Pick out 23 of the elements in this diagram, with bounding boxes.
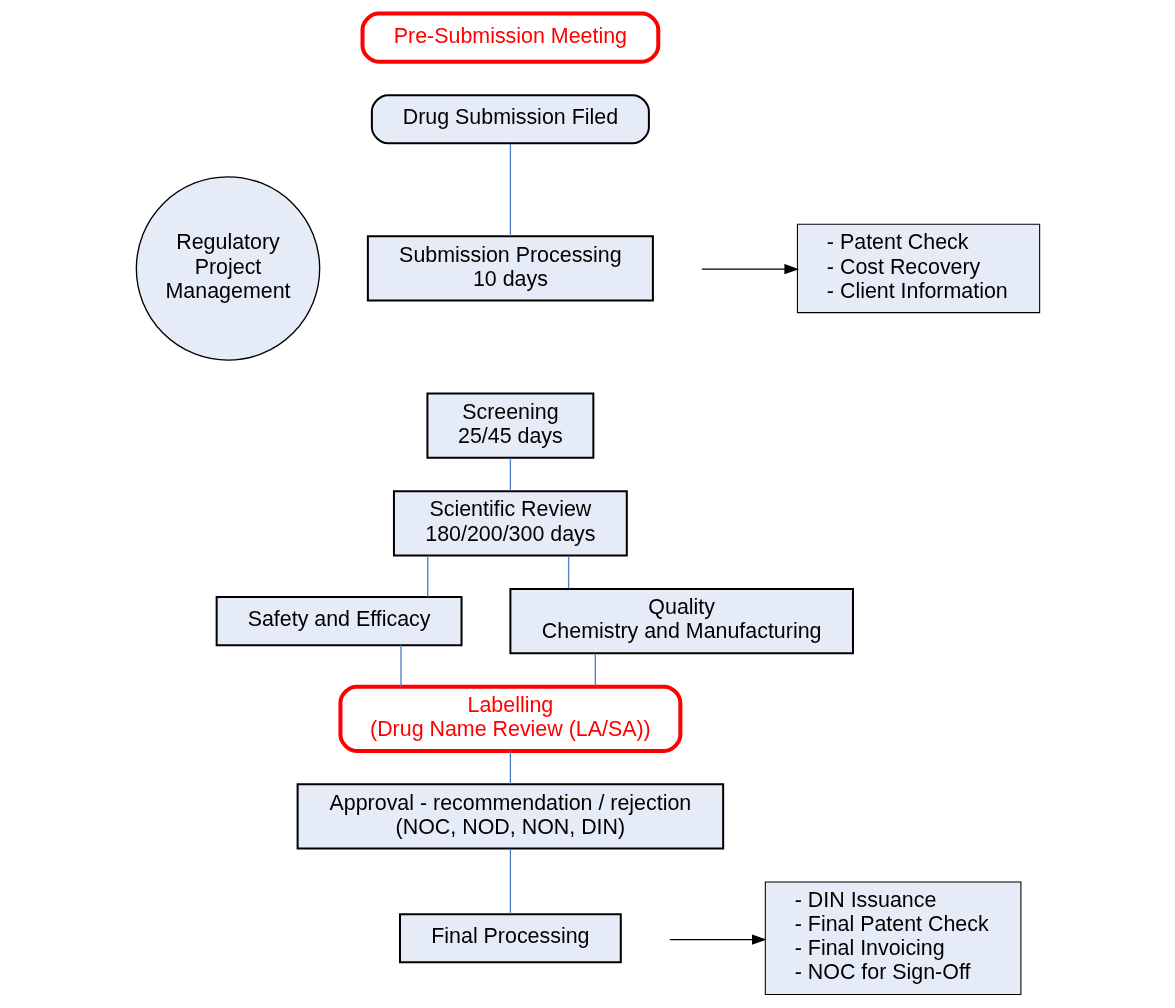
connector xyxy=(509,750,511,785)
node-box: Quality Chemistry and Manufacturing xyxy=(508,587,854,655)
connector xyxy=(567,555,569,590)
node-box: Final Processing xyxy=(398,913,622,964)
node-box: - Patent Check - Cost Recovery - Client Information xyxy=(796,223,1040,314)
connector xyxy=(594,652,596,687)
connector xyxy=(399,644,402,688)
node-box: Pre-Submission Meeting xyxy=(360,11,660,64)
arrow xyxy=(700,264,799,275)
node-box: Drug Submission Filed xyxy=(370,94,650,145)
connector xyxy=(509,457,511,492)
node-box: Submission Processing 10 days xyxy=(366,235,654,302)
arrow xyxy=(668,934,767,945)
connector xyxy=(509,848,511,915)
node-box: Labelling (Drug Name Review (LA/SA)) xyxy=(337,684,682,753)
connector xyxy=(426,555,428,598)
connector xyxy=(509,143,511,237)
node-box: Scientific Review 180/200/300 days xyxy=(392,490,628,557)
node-box: Approval - recommendation / rejection (NOC, NOD, NON, DIN) xyxy=(296,783,724,850)
node-box: Screening 25/45 days xyxy=(425,392,594,459)
node-box: - DIN Issuance - Final Patent Check - Final Invoicing - NOC for Sign-Off xyxy=(764,881,1021,995)
node-circle: Regulatory Project Management xyxy=(135,176,320,361)
node-box: Safety and Efficacy xyxy=(215,596,463,647)
